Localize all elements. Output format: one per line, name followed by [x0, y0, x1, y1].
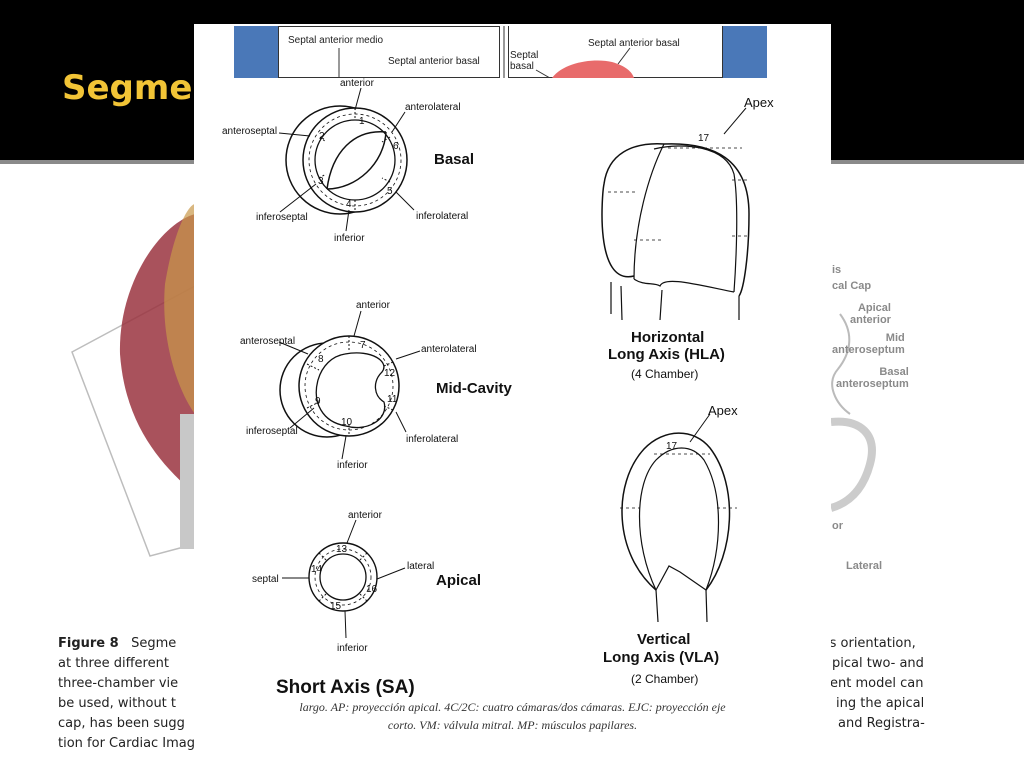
mid-segment-8: 8	[318, 354, 324, 365]
vla-title-2: Long Axis (VLA)	[603, 649, 719, 666]
mid-segment-11: 11	[387, 394, 398, 405]
vla-segment-17: 17	[666, 441, 678, 452]
mid-label-anterior: anterior	[356, 300, 391, 311]
mid-label-inferior: inferior	[337, 460, 368, 471]
bg-caption-line-5: cap, has been sugg	[58, 716, 185, 731]
basal-label-anterior: anterior	[340, 78, 375, 89]
vla-subtitle: (2 Chamber)	[631, 672, 698, 686]
basal-label-anterolateral: anterolateral	[405, 102, 461, 113]
mid-cavity-ring-diagram	[278, 310, 421, 460]
bg-label-apical-anterior: Apical anterior	[850, 302, 891, 326]
bg-ring-lateral	[829, 417, 876, 512]
bg-caption-line-1: Figure 8 Segme	[58, 634, 176, 654]
mid-label-anterolateral: anterolateral	[421, 344, 477, 355]
segment-diagram-figure: Septal anterior medio Septal anterior ba…	[194, 24, 831, 751]
basal-segment-4: 4	[346, 199, 352, 210]
segment-diagrams-svg: anterior anterolateral anteroseptal infe…	[222, 78, 774, 698]
bg-stand	[180, 414, 195, 549]
apical-segment-16: 16	[366, 584, 378, 595]
bg-label-axis: is	[832, 264, 842, 276]
hla-title-2: Long Axis (HLA)	[608, 346, 725, 363]
basal-title: Basal	[434, 151, 474, 168]
bg-heart-muscle	[164, 204, 195, 414]
figure-caption-line-2: corto. VM: válvula mitral. MP: músculos …	[387, 718, 638, 732]
bg-label-or: or	[832, 520, 843, 532]
apical-ring-diagram	[282, 519, 406, 639]
apical-segment-14: 14	[311, 564, 323, 575]
apical-label-anterior: anterior	[348, 510, 383, 521]
bg-caption-line-2: at three different	[58, 656, 169, 671]
hla-subtitle: (4 Chamber)	[631, 367, 698, 381]
strip-drawing	[338, 26, 634, 78]
apical-label-inferior: inferior	[337, 643, 368, 654]
hla-title-1: Horizontal	[631, 329, 704, 346]
vla-diagram	[620, 413, 737, 623]
mid-segment-7: 7	[360, 340, 366, 351]
basal-label-anteroseptal: anteroseptal	[222, 126, 277, 137]
bg-label-mid-anteroseptum: Mid anteroseptum	[832, 332, 905, 356]
bg-caption-right-1: is orientation,	[826, 636, 916, 651]
strip-red-shape	[552, 60, 634, 78]
basal-segment-6: 6	[393, 141, 399, 152]
basal-label-inferior: inferior	[334, 233, 365, 244]
bg-caption-line-4: be used, without t	[58, 696, 177, 711]
bg-label-lateral: Lateral	[846, 560, 883, 572]
apical-segment-13: 13	[336, 544, 348, 555]
short-axis-title: Short Axis (SA)	[276, 677, 415, 698]
hla-apex-label: Apex	[744, 95, 774, 110]
bg-caption-line-6: tion for Cardiac Imaging.	[58, 736, 220, 751]
top-strip-cropped: Septal anterior medio Septal anterior ba…	[234, 26, 767, 78]
bg-outline-curve	[831, 313, 851, 415]
strip-label-septal-anterior-basal-left: Septal anterior basal	[388, 56, 480, 67]
figure-caption-line-1: largo. AP: proyección apical. 4C/2C: cua…	[299, 700, 726, 714]
strip-left-box	[278, 26, 500, 78]
vla-apex-label: Apex	[708, 403, 738, 418]
bg-caption-right-2: pical two- and	[832, 656, 924, 671]
background-heart-illustration	[71, 204, 876, 557]
figure-caption: largo. AP: proyección apical. 4C/2C: cua…	[194, 698, 831, 734]
apical-label-lateral: lateral	[407, 561, 434, 572]
strip-blue-right	[723, 26, 767, 78]
basal-segment-3: 3	[318, 176, 324, 187]
apical-label-septal: septal	[252, 574, 279, 585]
slide-title: Segmen	[62, 68, 217, 108]
mid-segment-10: 10	[341, 417, 353, 428]
strip-label-septal-anterior-medio: Septal anterior medio	[288, 35, 384, 46]
hla-diagram	[601, 107, 750, 321]
basal-ring-diagram	[278, 87, 415, 232]
bg-label-cap: cal Cap	[832, 280, 872, 292]
figure-label: Figure 8	[58, 636, 119, 651]
strip-label-septal-anterior-basal-right: Septal anterior basal	[588, 38, 680, 49]
basal-segment-5: 5	[387, 186, 393, 197]
basal-segment-2: 2	[319, 131, 325, 142]
hla-segment-17: 17	[698, 133, 710, 144]
mid-label-inferoseptal: inferoseptal	[246, 426, 298, 437]
mid-label-anteroseptal: anteroseptal	[240, 336, 295, 347]
bg-caption-line-3: three-chamber vie	[58, 676, 179, 691]
basal-label-inferolateral: inferolateral	[416, 211, 468, 222]
mid-cavity-title: Mid-Cavity	[436, 380, 513, 397]
bg-label-basal-anteroseptum: Basal anteroseptum	[836, 366, 909, 390]
bg-caption-right-5: and Registra-	[838, 716, 925, 731]
basal-segment-1: 1	[359, 116, 365, 127]
bg-caption-right-4: ing the apical	[836, 696, 925, 711]
bg-caption-text: Segme	[131, 636, 177, 651]
mid-segment-9: 9	[315, 396, 321, 407]
apical-title: Apical	[436, 572, 481, 589]
strip-label-septal-basal: Septal basal	[510, 50, 539, 72]
apical-segment-15: 15	[330, 601, 342, 612]
mid-segment-12: 12	[384, 368, 396, 379]
strip-blue-left	[234, 26, 278, 78]
bg-caption-right-3: ent model can	[830, 676, 924, 691]
vla-title-1: Vertical	[637, 631, 690, 648]
mid-label-inferolateral: inferolateral	[406, 434, 458, 445]
basal-label-inferoseptal: inferoseptal	[256, 212, 308, 223]
